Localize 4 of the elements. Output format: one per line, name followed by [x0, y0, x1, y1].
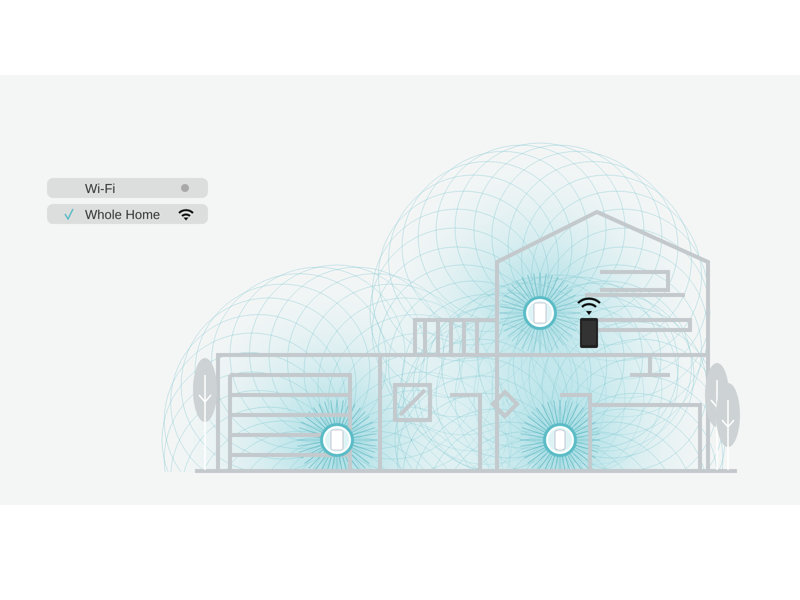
- option-label: Wi-Fi: [85, 181, 116, 196]
- option-pill: [47, 204, 208, 224]
- option-label: Whole Home: [85, 207, 160, 222]
- option-pill: [47, 178, 208, 198]
